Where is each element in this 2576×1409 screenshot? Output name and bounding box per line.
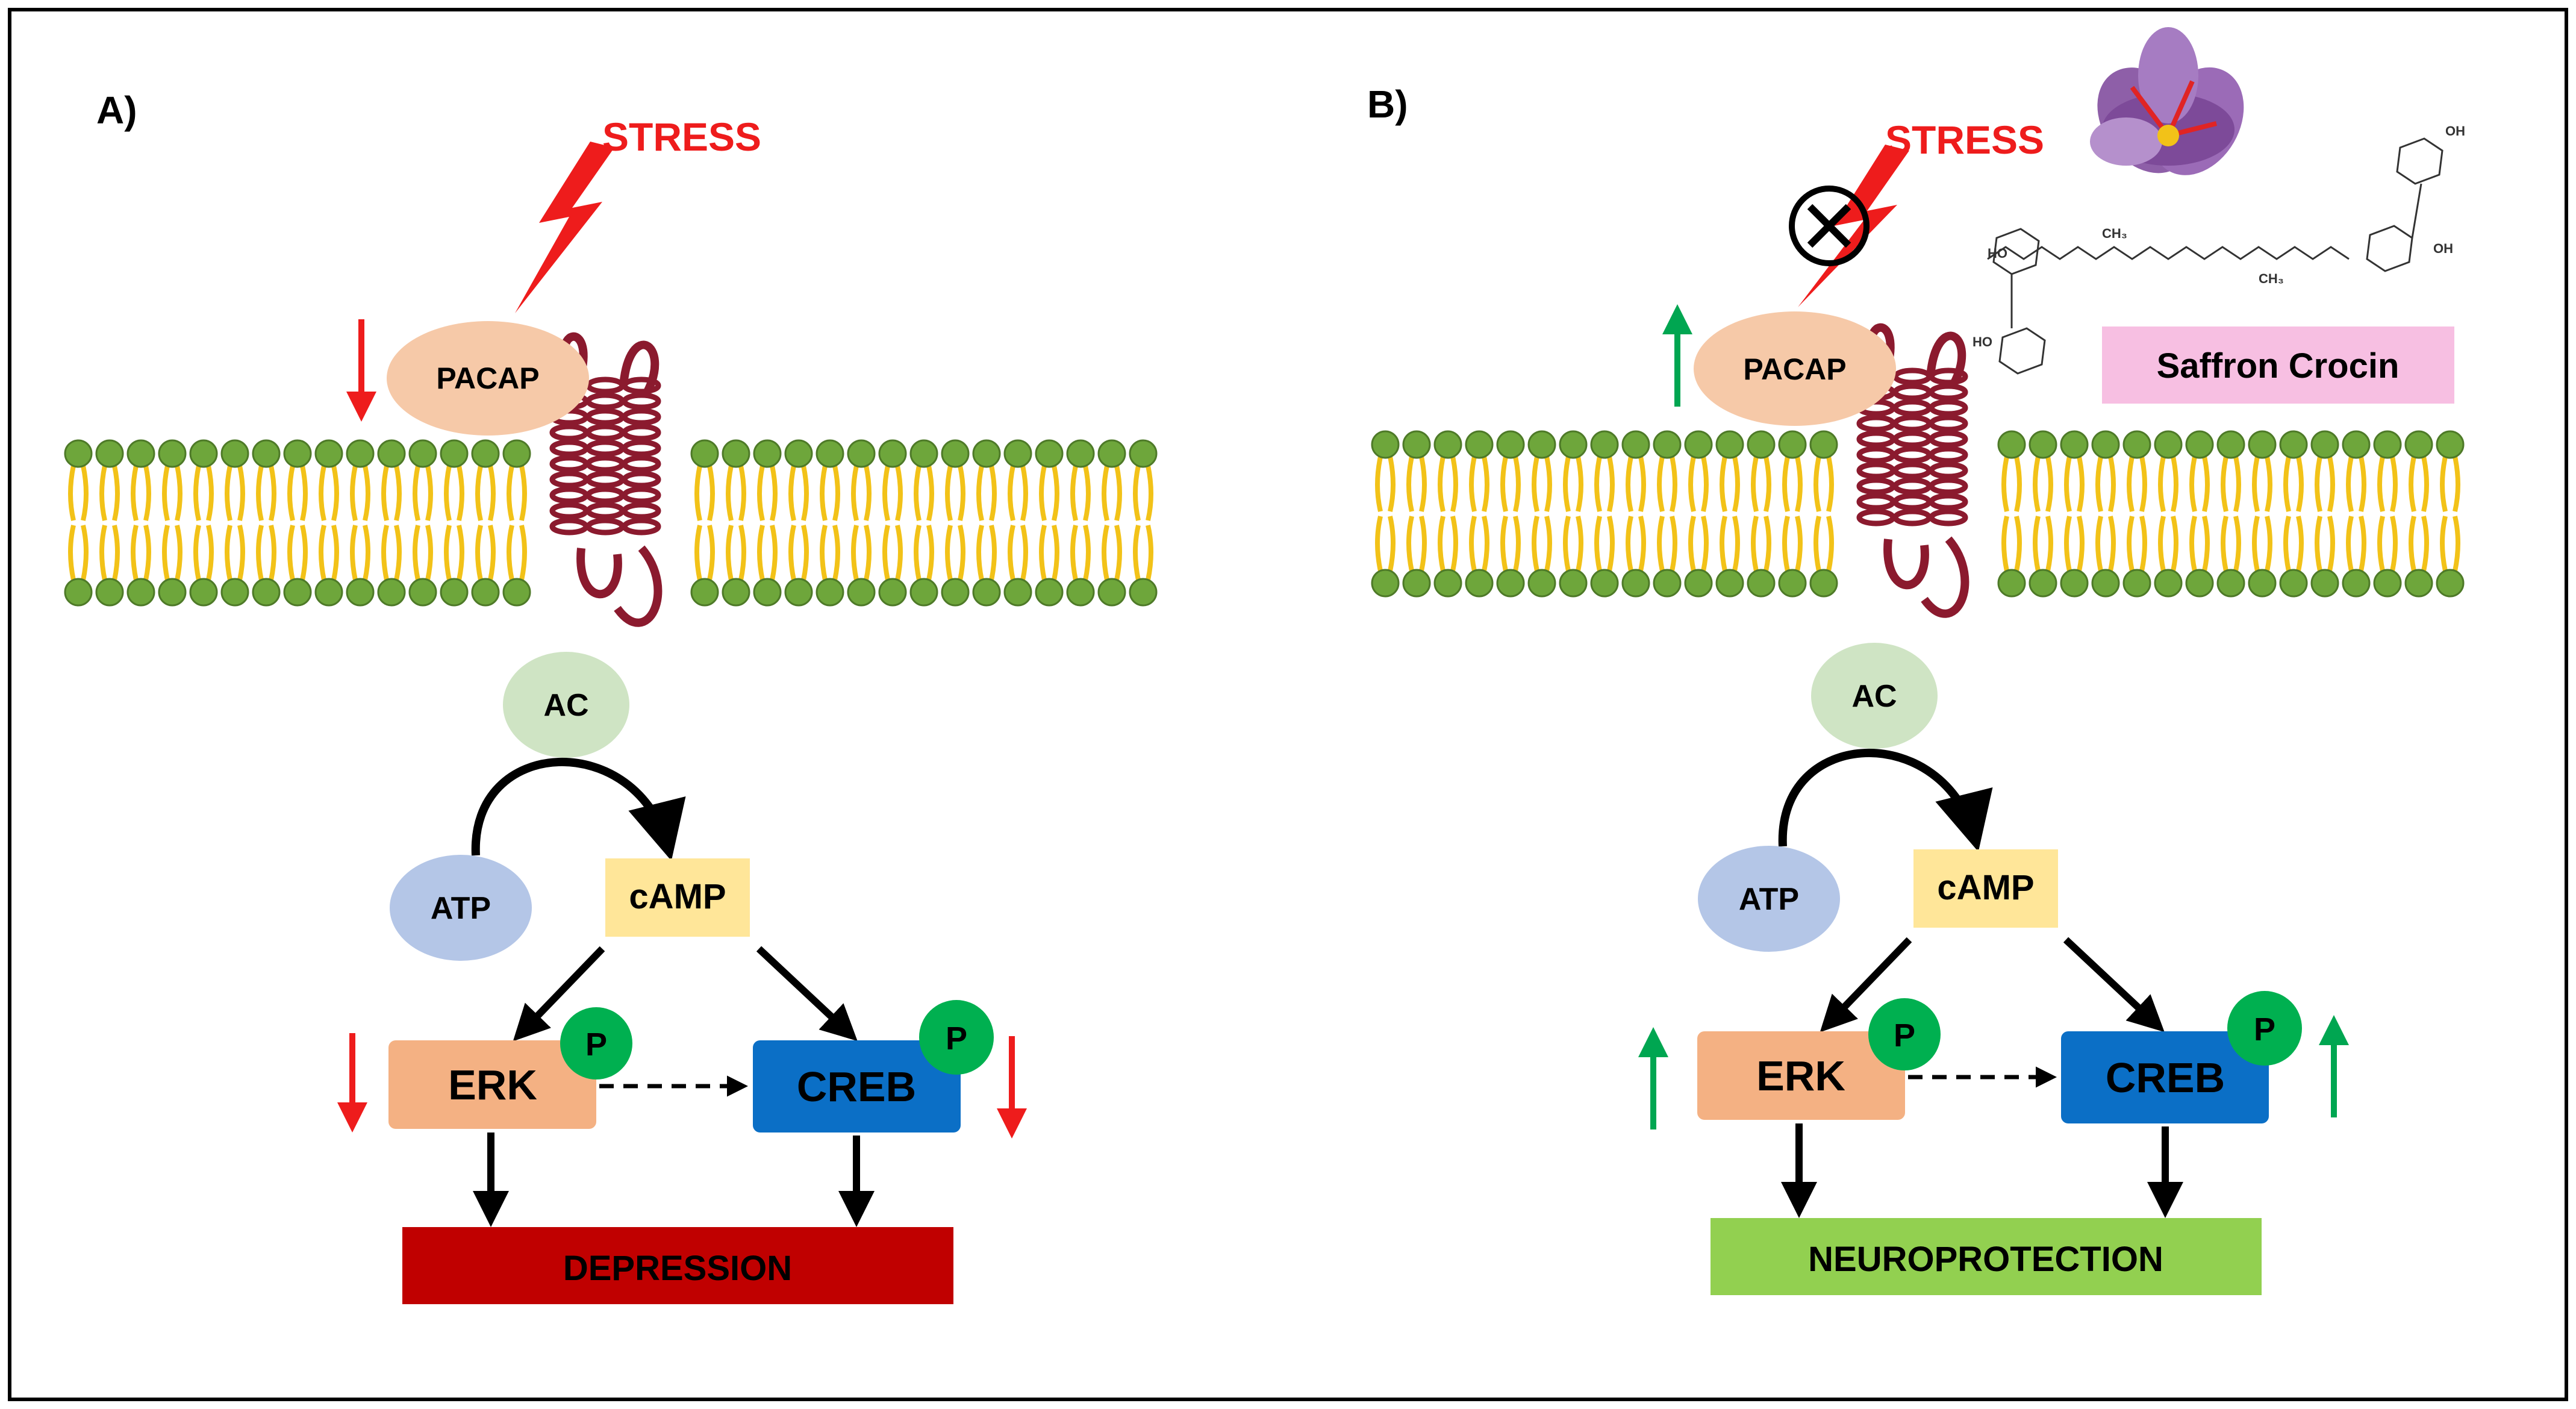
cell-membrane [1371,430,2465,598]
pacap-label: PACAP [1743,352,1846,386]
creb-phospho-label: P [946,1020,967,1057]
stress-lightning-icon [515,142,614,313]
atp-label: ATP [1739,882,1799,917]
creb-phospho-badge [919,1000,994,1075]
atp-node [1698,846,1840,952]
creb-phospho-badge [2227,991,2302,1066]
camp-node [1913,849,2058,928]
creb-node [753,1040,961,1133]
creb-phospho-label: P [2254,1011,2275,1048]
neuroprotection-label: NEUROPROTECTION [1808,1240,2163,1279]
camp-to-creb-arrow [2063,937,2165,1033]
ac-label: AC [1851,679,1897,714]
atp-to-camp-arrow [471,757,686,861]
erk-label: ERK [1756,1052,1845,1099]
saffron-crocin-label: Saffron Crocin [2157,346,2400,386]
structure-label: CH₃ [2102,226,2127,241]
structure-label: HO [1988,246,2007,261]
erk-label: ERK [448,1061,537,1108]
panel-a: A) STRESS PACAP AC ATP cAMP ERK P [64,89,1158,1304]
erk-node [1697,1031,1905,1120]
atp-label: ATP [431,891,491,926]
erk-phospho-badge [560,1007,632,1079]
camp-label: cAMP [629,877,726,916]
camp-node [605,858,750,937]
stress-label: STRESS [1885,117,2044,162]
panel-a-label: A) [96,89,137,132]
ac-node [1811,643,1938,749]
saffron-flower-image [2090,27,2244,175]
neuroprotection-node [1711,1218,2262,1295]
camp-to-erk-arrow [1820,937,1912,1033]
cell-membrane [64,439,1158,607]
stress-label: STRESS [602,114,761,159]
pacap-label: PACAP [436,361,539,395]
crocin-chemical-structure [1987,137,2443,375]
camp-to-creb-arrow [756,946,858,1042]
structure-label: HO [1973,334,1992,349]
erk-phospho-badge [1868,998,1941,1070]
atp-node [390,855,532,961]
structure-label: CH₃ [2259,271,2284,286]
erk-phospho-label: P [585,1026,607,1063]
erk-node [388,1040,596,1129]
pacap-node [387,321,589,436]
depression-label: DEPRESSION [563,1249,792,1288]
pacap-receptor [1856,323,1969,618]
figure-frame [8,8,2568,1401]
camp-to-erk-arrow [513,946,605,1042]
structure-label: OH [2433,241,2453,256]
structure-label: OH [2445,123,2465,139]
blocked-icon [1789,186,1870,266]
ac-label: AC [543,688,588,723]
blocked-icon-cross [1807,204,1851,248]
pacap-node [1694,311,1896,426]
saffron-crocin-box [2102,326,2454,404]
erk-phospho-label: P [1894,1017,1915,1054]
creb-label: CREB [797,1063,916,1110]
creb-label: CREB [2106,1054,2225,1101]
creb-node [2061,1031,2269,1123]
panel-b: B) STRESS H [1367,27,2465,1295]
depression-node [402,1227,953,1304]
stress-lightning-icon [1798,145,1909,307]
atp-to-camp-arrow [1778,748,1993,852]
ac-node [503,652,629,758]
camp-label: cAMP [1937,868,2034,907]
panel-b-label: B) [1367,83,1408,126]
